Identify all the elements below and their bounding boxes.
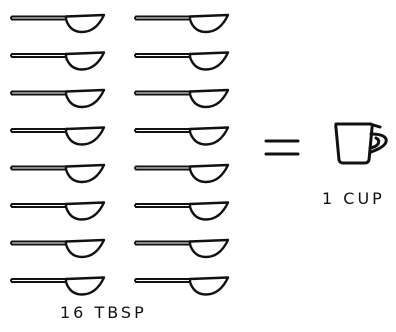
equals-sign <box>264 139 300 156</box>
tablespoon-icon <box>9 51 106 71</box>
tablespoon-icon <box>133 13 230 34</box>
tablespoon-icon <box>133 276 230 296</box>
tablespoon-icon <box>9 126 106 146</box>
tablespoon-icon <box>9 276 106 296</box>
tablespoon-icon <box>133 88 230 109</box>
tablespoon-icon <box>133 238 230 259</box>
tablespoon-icon <box>133 201 230 221</box>
tablespoon-icon <box>133 126 230 146</box>
tablespoon-icon <box>9 201 106 221</box>
tablespoon-grid <box>9 13 230 296</box>
tablespoon-icon <box>133 163 230 184</box>
cup-label: 1 CUP <box>322 189 385 208</box>
tablespoon-icon <box>9 13 106 34</box>
measuring-cup-icon <box>334 122 388 165</box>
tablespoon-icon <box>9 238 106 259</box>
tbsp-label: 16 TBSP <box>60 303 147 322</box>
tablespoon-icon <box>9 88 106 109</box>
tablespoon-icon <box>133 51 230 71</box>
tablespoon-icon <box>9 163 106 184</box>
